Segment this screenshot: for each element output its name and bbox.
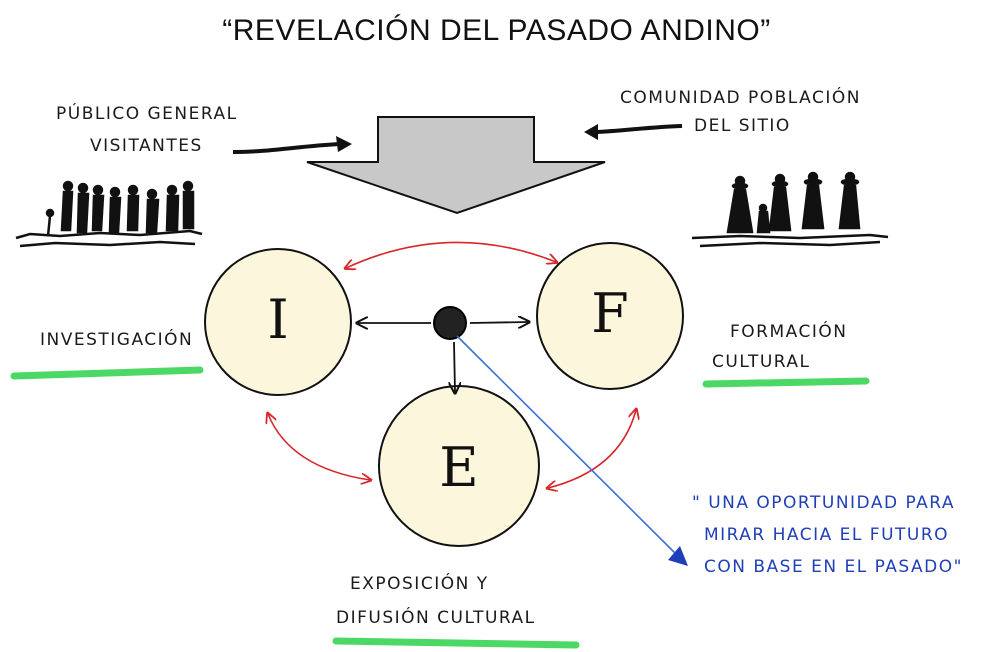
quote-line1: " Una oportunidad para [692, 493, 956, 513]
quote-connector-line [456, 335, 681, 559]
right-audience-arrowhead [584, 124, 598, 140]
left-audience-arrow [232, 142, 341, 154]
right-audience-arrow [595, 124, 683, 134]
node-I-circle [204, 248, 352, 396]
visitors-figures-icon [15, 180, 203, 248]
right-audience-line1: Comunidad población [620, 88, 861, 108]
quote-line2: mirar hacia el futuro [704, 525, 950, 545]
I-F-red-arrow [346, 241, 556, 268]
page-title: “REVELACIÓN DEL PASADO ANDINO” [222, 14, 771, 47]
center-dot [433, 306, 467, 340]
node-F-circle [536, 242, 684, 390]
node-F-label-line1: Formación [730, 322, 848, 342]
node-E-label-line1: Exposición y [350, 574, 489, 594]
center-to-E-arrow [454, 341, 455, 392]
node-I-letter: I [267, 288, 289, 351]
F-E-red-arrow [548, 410, 636, 488]
investigacion-highlight [10, 366, 204, 380]
community-figures-icon [691, 171, 889, 248]
node-F-letter: F [591, 282, 629, 345]
left-audience-arrowhead [336, 136, 352, 152]
left-audience-line2: visitantes [90, 136, 203, 156]
node-E-letter: E [439, 436, 479, 499]
quote-connector-arrowhead [668, 546, 688, 566]
I-E-red-arrow [268, 414, 370, 480]
left-audience-line1: Público general [56, 104, 238, 124]
formacion-highlight [702, 377, 870, 388]
exposicion-highlight [332, 637, 580, 649]
big-down-arrow [306, 116, 606, 215]
node-I-label: Investigación [40, 330, 194, 350]
center-to-F-arrow [469, 322, 528, 323]
quote-line3: con base en el pasado" [704, 557, 963, 577]
node-E-label-line2: difusión cultural [336, 608, 536, 628]
node-F-label-line2: cultural [712, 352, 811, 372]
right-audience-line2: del sitio [694, 116, 791, 136]
